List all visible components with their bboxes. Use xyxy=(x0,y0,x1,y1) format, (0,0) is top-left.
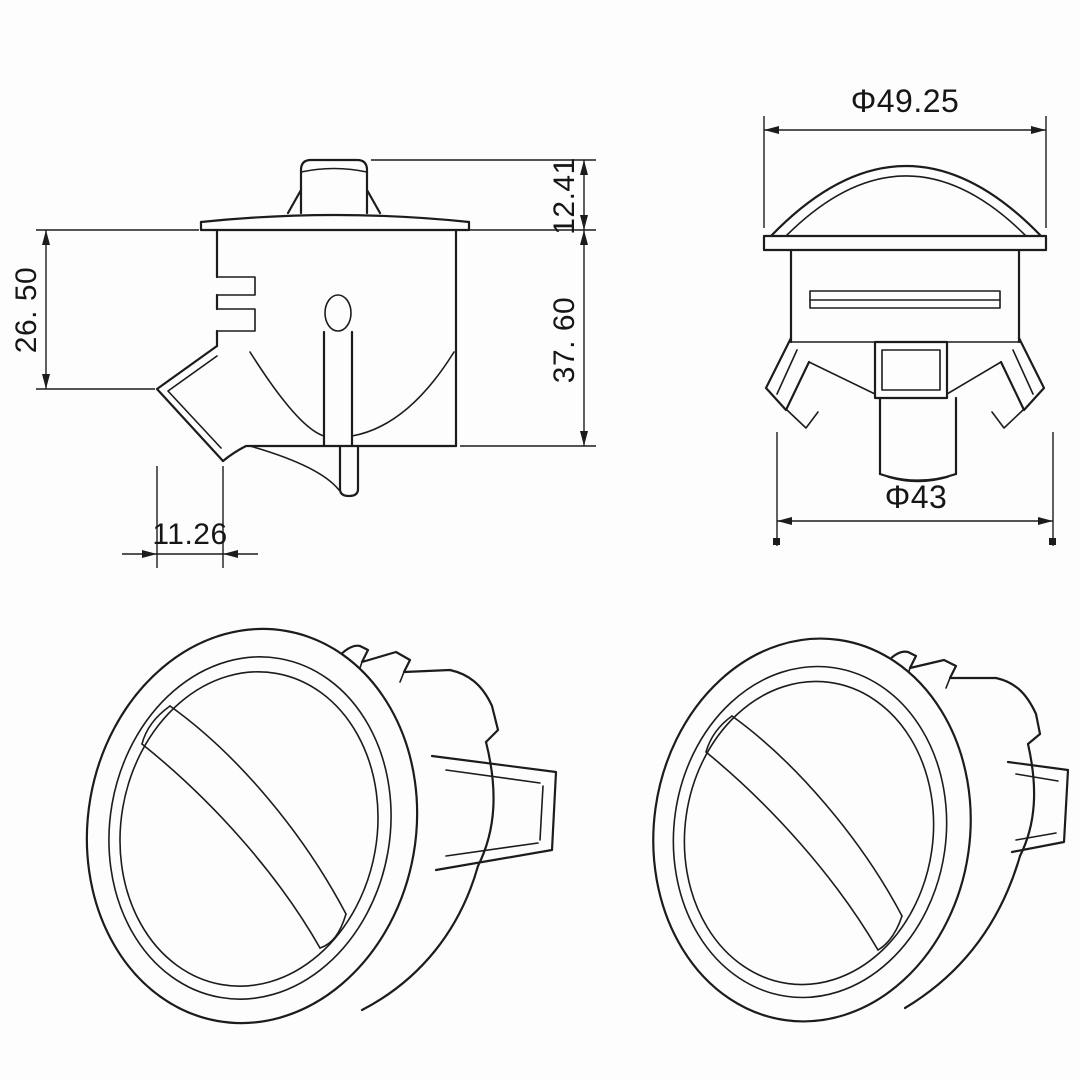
side-view-part xyxy=(155,158,471,498)
dim-body-height-label: 37. 60 xyxy=(548,297,581,383)
iso-view-right xyxy=(652,637,1070,1023)
front-view: Φ49.25 Φ43 xyxy=(762,83,1056,546)
dim-dome-height-label: 12.41 xyxy=(548,157,581,235)
front-view-part xyxy=(762,165,1048,483)
iso-left-body xyxy=(328,644,558,1012)
side-view: 12.41 37. 60 26. 50 11.26 xyxy=(10,157,596,568)
dim-mount-diameter-label: Φ43 xyxy=(885,479,948,515)
dim-wing-width-label: 11.26 xyxy=(152,518,227,551)
side-view-dimensions: 12.41 37. 60 26. 50 11.26 xyxy=(10,157,596,568)
front-view-dimensions: Φ49.25 Φ43 xyxy=(763,83,1056,546)
iso-left-face xyxy=(85,627,419,1025)
iso-right-face xyxy=(652,637,972,1023)
iso-view-left xyxy=(85,627,558,1025)
iso-right-body xyxy=(878,650,1070,1010)
dim-cap-to-wing-label: 26. 50 xyxy=(10,267,43,353)
dim-flange-diameter-label: Φ49.25 xyxy=(851,83,960,119)
